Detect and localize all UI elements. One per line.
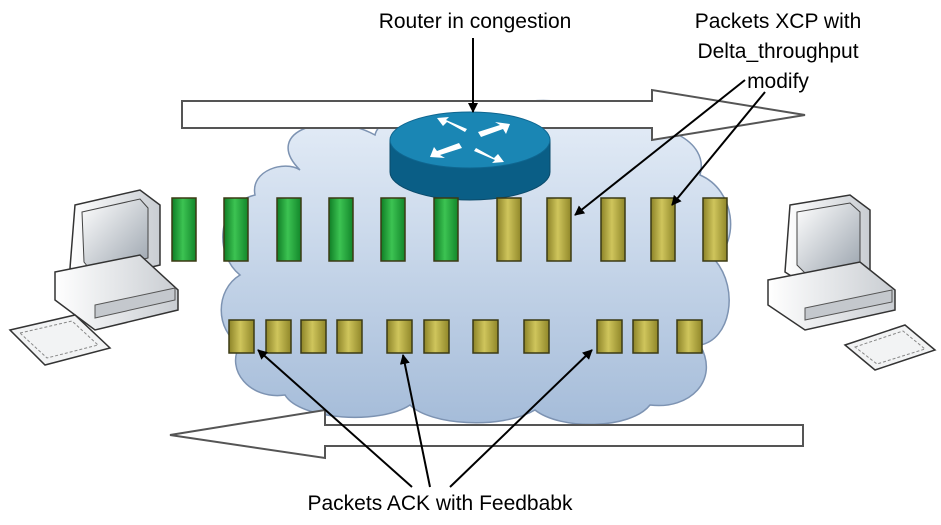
ack-packet	[472, 319, 499, 354]
ack-label: Packets ACK with Feedbabk	[308, 492, 573, 515]
forward-packet	[223, 197, 249, 262]
forward-packet	[433, 197, 459, 262]
xcp-callout-arrow-1	[574, 79, 746, 216]
ack-packet	[228, 319, 255, 354]
left-computer-icon	[8, 189, 179, 366]
callout-lines	[257, 38, 766, 488]
ack-callout-arrow-2	[399, 354, 431, 488]
ack-callout-arrow-3	[449, 349, 593, 488]
ack-packet	[596, 319, 623, 354]
xcp-label-line-2: Delta_throughput	[697, 40, 858, 63]
router-label: Router in congestion	[379, 10, 572, 33]
xcp-callout-arrow-2	[671, 91, 766, 206]
ack-packet	[300, 319, 327, 354]
forward-packet	[276, 197, 302, 262]
xcp-packet	[600, 197, 626, 262]
right-computer-icon	[767, 194, 937, 371]
ack-packet	[632, 319, 659, 354]
xcp-packet	[496, 197, 522, 262]
ack-packet	[265, 319, 292, 354]
xcp-label-line-1: Packets XCP with	[695, 10, 862, 33]
forward-packet-row	[171, 197, 728, 262]
router-icon	[389, 111, 551, 201]
ack-packet	[423, 319, 450, 354]
ack-packet	[336, 319, 363, 354]
forward-packet	[328, 197, 354, 262]
reverse-flow-arrow	[169, 408, 804, 460]
xcp-packet	[546, 197, 572, 262]
ack-packet	[386, 319, 413, 354]
forward-packet	[171, 197, 197, 262]
ack-packet	[676, 319, 703, 354]
xcp-label-line-3: modify	[747, 70, 809, 93]
ack-packet-row	[228, 319, 703, 354]
xcp-packet	[650, 197, 676, 262]
ack-packet	[523, 319, 550, 354]
xcp-packet	[702, 197, 728, 262]
ack-callout-arrow-1	[257, 349, 413, 488]
forward-packet	[380, 197, 406, 262]
